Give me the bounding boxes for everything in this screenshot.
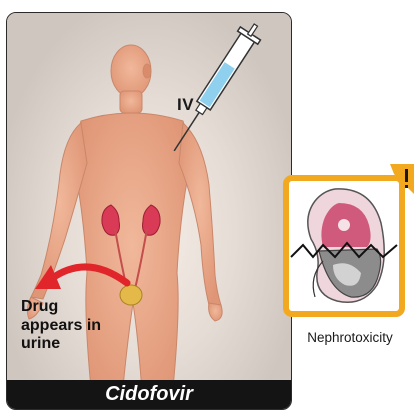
damaged-kidney-icon <box>289 181 399 311</box>
warning-icon <box>390 164 414 196</box>
iv-route-label: IV <box>177 95 194 115</box>
excretion-note: Drug appears in urine <box>21 298 121 354</box>
nephrotoxicity-box <box>283 175 405 317</box>
bladder-icon <box>120 285 142 305</box>
drug-route-panel: IV Drug appears in urine Cidofovir <box>6 12 292 410</box>
drug-name-banner: Cidofovir <box>7 380 291 409</box>
toxicity-label: Nephrotoxicity <box>290 330 410 345</box>
